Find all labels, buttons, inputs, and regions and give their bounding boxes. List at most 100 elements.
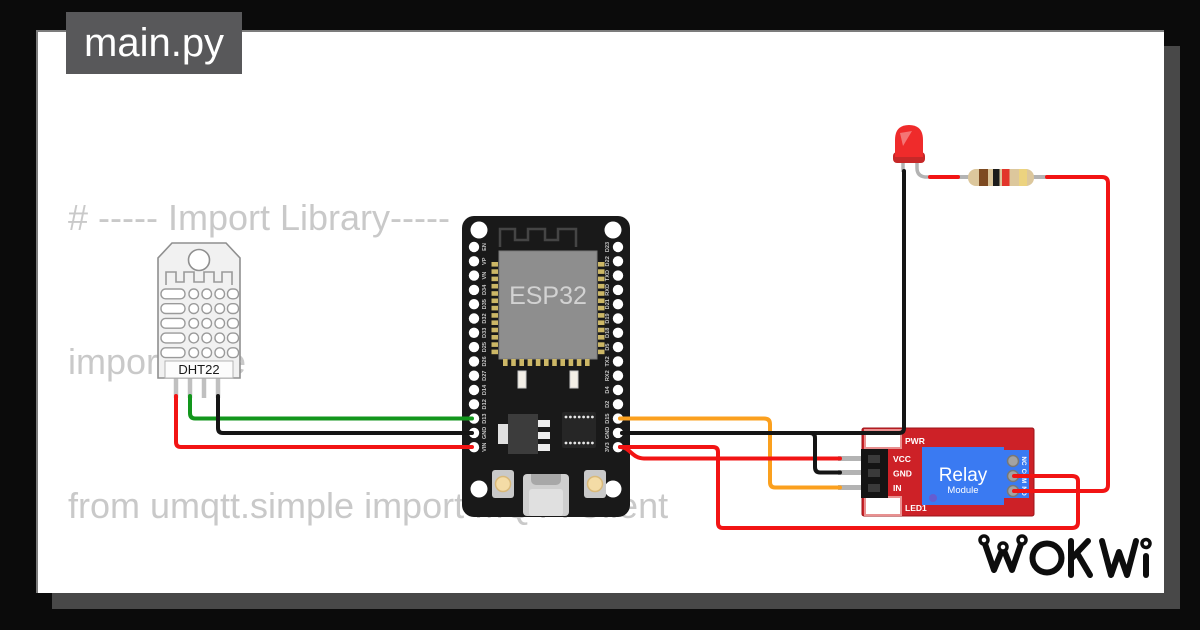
esp32-pin-d4[interactable] <box>612 384 624 396</box>
esp32-mount-hole <box>470 480 488 498</box>
esp32-pin-d35[interactable] <box>468 299 480 310</box>
esp32-pin-d25[interactable] <box>468 341 480 353</box>
esp32-pin-label: D2 <box>605 401 611 408</box>
wire-3v3-to-relay-com[interactable] <box>618 445 1080 530</box>
dht22-sensor[interactable]: DHT22 <box>157 242 241 398</box>
esp32-pin-en[interactable] <box>468 241 480 253</box>
wire-relay-no-to-resistor[interactable] <box>1012 175 1110 493</box>
esp32-pin-label: D5 <box>605 344 611 351</box>
esp32-boot-button[interactable] <box>584 470 606 498</box>
relay-terminal-label: NC <box>1020 457 1027 466</box>
logo-node <box>1016 534 1028 546</box>
relay-terminal-nc[interactable] <box>1006 454 1020 468</box>
relay-pwr-label: PWR <box>905 436 925 446</box>
led-anode-leg <box>915 163 932 179</box>
logo-node <box>997 541 1009 553</box>
esp32-pin-label: D32 <box>482 313 488 323</box>
esp32-pin-d21[interactable] <box>612 299 624 310</box>
dht22-mount-hole <box>187 248 211 272</box>
esp32-pin-vp[interactable] <box>468 256 480 267</box>
esp32-mount-hole <box>604 221 622 239</box>
esp32-pin-label: D19 <box>605 313 611 323</box>
dht22-vents <box>160 288 240 359</box>
esp32-pin-label: D18 <box>605 328 611 338</box>
esp32-pin-d5[interactable] <box>612 341 624 353</box>
esp32-pin-rx2[interactable] <box>612 370 624 381</box>
esp32-pin-3v3[interactable] <box>612 442 624 453</box>
esp32-pin-d33[interactable] <box>468 327 480 338</box>
esp32-pin-label: D27 <box>482 371 488 381</box>
esp32-pin-label: GND <box>605 427 611 439</box>
resistor[interactable] <box>955 169 1047 186</box>
wire-dht22-vcc-to-vin[interactable] <box>174 394 474 449</box>
esp32-pin-rxd[interactable] <box>612 284 624 296</box>
esp32-pin-vin[interactable] <box>468 442 480 453</box>
esp32-pin-label: D21 <box>605 299 611 309</box>
esp32-pin-d27[interactable] <box>468 370 480 381</box>
wire-gnd-to-relay-gnd[interactable] <box>620 431 842 475</box>
esp32-pin-label: D23 <box>605 242 611 252</box>
wire-led-cathode-to-gnd[interactable] <box>620 169 906 435</box>
wire-d15-to-relay-in[interactable] <box>618 416 842 490</box>
esp32-pin-d23[interactable] <box>612 241 624 253</box>
esp32-pin-gnd[interactable] <box>468 427 480 439</box>
esp32-pin-d34[interactable] <box>468 284 480 296</box>
esp32-pin-d19[interactable] <box>612 313 624 324</box>
wires <box>174 169 1110 530</box>
file-title: main.py <box>84 21 225 65</box>
esp32-pin-d18[interactable] <box>612 327 624 338</box>
esp32-regulator-leg <box>538 444 550 451</box>
esp32-pin-label: RXD <box>605 284 611 296</box>
esp32-pin-label: 3V3 <box>605 442 611 452</box>
resistor-band-black <box>993 169 1000 186</box>
esp32-pin-label: VN <box>482 272 488 280</box>
esp32-pin-d14[interactable] <box>468 384 480 396</box>
esp32-pin-d26[interactable] <box>468 356 480 367</box>
esp32-pin-label: D12 <box>482 399 488 409</box>
wire-dht22-sda-to-d13[interactable] <box>188 394 474 421</box>
relay-coil-dot <box>929 494 937 502</box>
esp32-mount-hole <box>604 480 622 498</box>
esp32-pin-d22[interactable] <box>612 256 624 267</box>
relay-status-led <box>864 496 902 516</box>
esp32-usb-chip <box>562 412 596 448</box>
esp32-pin-d13[interactable] <box>468 413 480 424</box>
esp32-pin-tx2[interactable] <box>612 356 624 367</box>
dht22-body <box>157 242 241 379</box>
esp32-pin-d12[interactable] <box>468 399 480 410</box>
led-dome <box>895 125 923 157</box>
esp32-pin-label: D35 <box>482 299 488 309</box>
esp32-module-pads <box>491 262 605 366</box>
esp32-en-button[interactable] <box>492 470 514 498</box>
dht22-label: DHT22 <box>178 362 219 377</box>
esp32-pin-d32[interactable] <box>468 313 480 324</box>
esp32-pin-headers: ENVPVND34D35D32D33D25D26D27D14D12D13GNDV… <box>468 241 624 453</box>
esp32-pin-vn[interactable] <box>468 270 480 281</box>
esp32-chip-module <box>498 250 598 360</box>
wokwi-logo: WOKWI <box>978 534 1152 578</box>
esp32-pin-label: D14 <box>482 384 488 395</box>
esp32-regulator <box>508 414 538 454</box>
file-title-tab: main.py <box>66 12 243 74</box>
esp32-pin-d2[interactable] <box>612 399 624 410</box>
esp32-chip-label: ESP32 <box>509 282 587 310</box>
esp32-pin-gnd[interactable] <box>612 427 624 439</box>
dht22-label-plate <box>164 360 234 379</box>
esp32-pin-d15[interactable] <box>612 413 624 424</box>
led-red[interactable] <box>893 125 932 179</box>
esp32-pin-label: D4 <box>605 386 611 394</box>
relay-led1-label: LED1 <box>905 503 927 513</box>
wire-dht22-gnd-to-gnd[interactable] <box>216 394 474 435</box>
relay-header-slot <box>868 469 880 477</box>
esp32-pin-label: D15 <box>605 413 611 423</box>
relay-subtitle: Module <box>947 485 978 496</box>
esp32-pin-label: RX2 <box>605 370 611 381</box>
esp32-pin-txd[interactable] <box>612 270 624 281</box>
esp32-pin-label: GND <box>482 427 488 439</box>
esp32-regulator-leg <box>538 420 550 427</box>
logo-letter-k <box>1068 538 1093 578</box>
code-line: # ----- Import Library----- <box>68 197 450 238</box>
